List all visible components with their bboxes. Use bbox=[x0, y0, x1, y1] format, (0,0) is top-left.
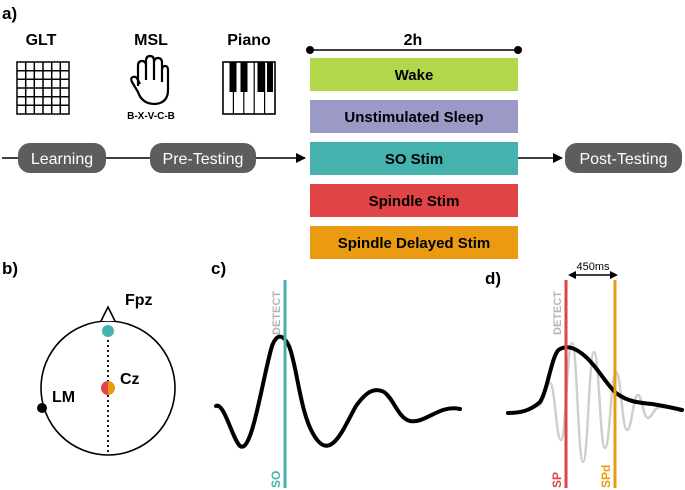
condition-spindle-delayed-stim: Spindle Delayed Stim bbox=[310, 226, 518, 259]
condition-spindle-stim: Spindle Stim bbox=[310, 184, 518, 217]
glt-label: GLT bbox=[26, 32, 57, 49]
stage-post-testing: Post-Testing bbox=[565, 143, 682, 173]
cz-label: Cz bbox=[120, 371, 140, 388]
lm-electrode bbox=[37, 403, 47, 413]
panel-b-label: b) bbox=[2, 259, 18, 278]
spindle-trace bbox=[507, 341, 683, 464]
panel-d-label: d) bbox=[485, 269, 501, 288]
stage-learning-label: Learning bbox=[31, 151, 93, 168]
stage-post-testing-label: Post-Testing bbox=[579, 151, 667, 168]
slow-oscillation-trace bbox=[214, 334, 462, 449]
piano-icon bbox=[222, 61, 276, 115]
duration-bar-start bbox=[306, 46, 314, 54]
piano-label: Piano bbox=[227, 32, 271, 49]
stage-pre-testing-label: Pre-Testing bbox=[163, 151, 244, 168]
condition-spindle-delayed-stim-label: Spindle Delayed Stim bbox=[338, 235, 491, 252]
panel-a-label: a) bbox=[2, 4, 17, 23]
head-diagram bbox=[37, 305, 176, 456]
detect-label-d: DETECT bbox=[552, 291, 564, 335]
delay-arrow-left-head bbox=[568, 271, 576, 279]
so-marker-label: SO bbox=[269, 471, 283, 488]
duration-label: 2h bbox=[404, 32, 423, 49]
stage-learning: Learning bbox=[18, 143, 106, 173]
spindle-envelope-trace bbox=[506, 345, 684, 415]
condition-so-stim: SO Stim bbox=[310, 142, 518, 175]
cz-electrode bbox=[101, 381, 115, 395]
lm-label: LM bbox=[52, 389, 75, 406]
fpz-label: Fpz bbox=[125, 292, 153, 309]
condition-spindle-stim-label: Spindle Stim bbox=[369, 193, 460, 210]
grid-icon bbox=[16, 61, 70, 115]
condition-wake-label: Wake bbox=[395, 67, 434, 84]
spd-marker-label: SPd bbox=[599, 465, 613, 488]
sp-marker-label: SP bbox=[550, 472, 564, 488]
delay-label: 450ms bbox=[576, 261, 610, 273]
stage-pre-testing: Pre-Testing bbox=[150, 143, 256, 173]
condition-so-stim-label: SO Stim bbox=[385, 151, 443, 168]
condition-unstimulated-sleep-label: Unstimulated Sleep bbox=[344, 109, 483, 126]
fpz-electrode bbox=[102, 325, 114, 337]
msl-sequence: B-X-V-C-B bbox=[127, 111, 175, 122]
delay-arrow-right-head bbox=[610, 271, 618, 279]
nose-icon bbox=[100, 305, 116, 322]
hand-icon bbox=[130, 54, 170, 106]
condition-wake: Wake bbox=[310, 58, 518, 91]
duration-bar-end bbox=[514, 46, 522, 54]
panel-c-label: c) bbox=[211, 259, 226, 278]
condition-unstimulated-sleep: Unstimulated Sleep bbox=[310, 100, 518, 133]
detect-label-c: DETECT bbox=[271, 291, 283, 335]
msl-label: MSL bbox=[134, 32, 168, 49]
